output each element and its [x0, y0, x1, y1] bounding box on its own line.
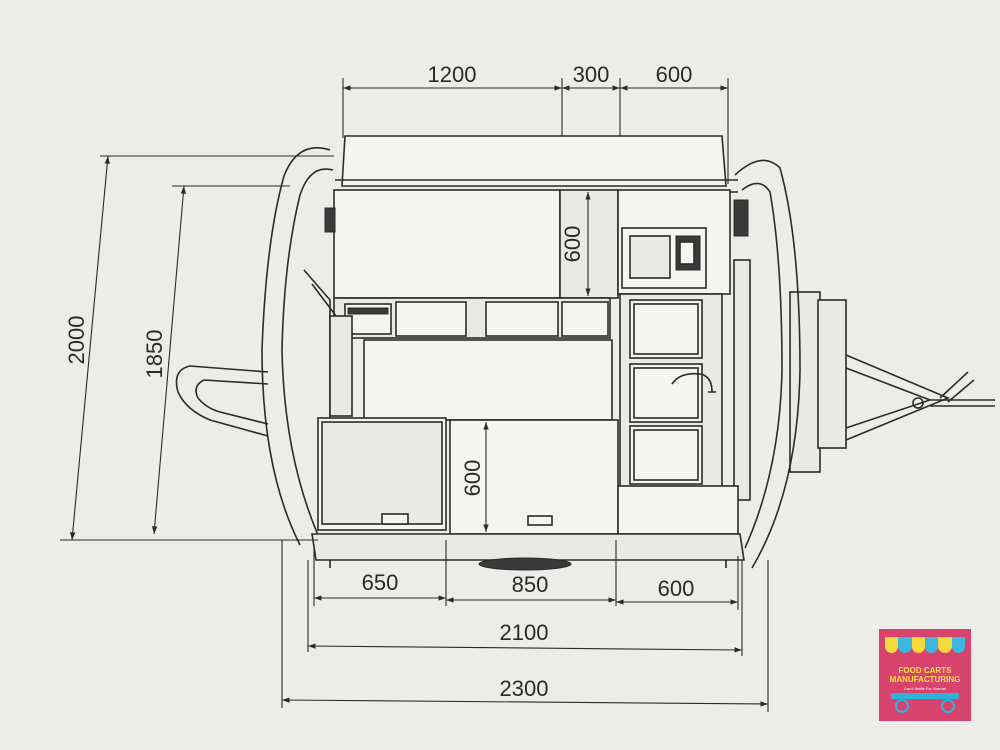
lower-cabinet-right — [617, 485, 739, 535]
logo-tagline: Don't Settle For Normal — [904, 686, 946, 691]
food-carts-manufacturing-logo: FOOD CARTS MANUFACTURING Don't Settle Fo… — [879, 629, 971, 721]
dim-overall-height: 2000 — [64, 316, 89, 365]
logo-line-2: MANUFACTURING — [889, 675, 961, 684]
roof-panel — [341, 135, 727, 187]
sink-unit — [619, 293, 723, 491]
dim-top-middle: 300 — [573, 62, 610, 87]
wheel — [478, 557, 572, 571]
dim-bottom-middle: 850 — [512, 572, 549, 597]
logo-line-1: FOOD CARTS — [898, 666, 952, 675]
dimension-lines — [60, 78, 769, 712]
awning-stripe — [885, 637, 899, 653]
chassis-base — [311, 533, 745, 561]
dim-body-width: 2100 — [500, 620, 549, 645]
awning-stripes — [885, 637, 965, 653]
logo-wheel-icon — [895, 699, 909, 713]
dim-lower-cabinet-depth: 600 — [460, 460, 485, 497]
dim-inner-height: 1850 — [142, 330, 167, 379]
awning-stripe — [938, 637, 952, 653]
lower-cabinet-middle — [449, 419, 619, 535]
awning-stripe — [898, 637, 912, 653]
awning-stripe — [911, 637, 925, 653]
dim-bottom-left: 650 — [362, 570, 399, 595]
right-fender — [734, 159, 801, 569]
countertop-appliance — [621, 227, 707, 289]
dim-bottom-right: 600 — [658, 576, 695, 601]
awning-stripe — [951, 637, 965, 653]
work-counter — [363, 339, 613, 421]
dim-top-left: 1200 — [428, 62, 477, 87]
dim-top-right: 600 — [656, 62, 693, 87]
dim-upper-cabinet-depth: 600 — [560, 226, 585, 263]
upper-cabinet — [333, 189, 561, 299]
logo-cart-base — [891, 693, 959, 699]
logo-wheel-icon — [941, 699, 955, 713]
awning-stripe — [924, 637, 939, 653]
cart-outline — [175, 135, 995, 571]
left-fender — [261, 147, 331, 546]
dim-overall-width: 2300 — [500, 676, 549, 701]
left-handle — [175, 365, 269, 437]
tow-hitch — [789, 291, 995, 473]
